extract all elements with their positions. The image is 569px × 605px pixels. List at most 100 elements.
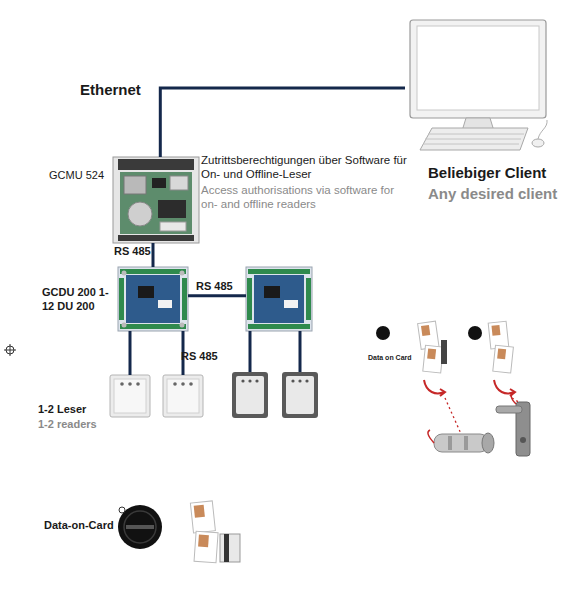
card-reader-node <box>232 372 268 418</box>
gcdu-door-unit-part <box>126 275 180 323</box>
offline-media-part-part <box>497 349 506 360</box>
gcdu-door-unit-part <box>182 278 187 320</box>
door-handle-lock-part <box>496 406 522 413</box>
card-reader-part <box>173 382 177 386</box>
client-computer-part <box>462 118 494 131</box>
offline-media-part <box>441 340 447 364</box>
card-reader <box>232 372 268 418</box>
gcmu-controller-node: GCMU 524Zutrittsberechtigungen über Soft… <box>113 157 199 243</box>
gcmu-controller-part <box>128 202 152 226</box>
offline-media <box>376 321 513 373</box>
gcdu-door-unit-part <box>158 300 172 308</box>
id-cards <box>190 501 240 563</box>
gcmu-controller-part <box>118 159 194 170</box>
rs485-cable <box>152 243 155 267</box>
gcmu-controller-part <box>118 235 194 241</box>
gcdu-door-unit-part <box>122 323 127 328</box>
gcdu-door-unit-part <box>138 286 154 298</box>
description-de: Zutrittsberechtigungen über Software für… <box>201 153 413 181</box>
cylinder-lock-part <box>464 436 468 450</box>
gcdu-door-unit-part <box>118 267 188 331</box>
offline-media-part <box>418 321 439 349</box>
gcdu-door-unit-part <box>254 275 304 323</box>
edge-label: RS 485 <box>196 280 233 292</box>
client-title: Beliebiger Client <box>428 165 569 181</box>
offline-media-part <box>376 326 390 340</box>
client-subtitle: Any desired client <box>428 186 569 202</box>
card-reader-part <box>282 372 318 418</box>
card-reader-part <box>181 382 185 386</box>
gcmu-controller-part <box>124 176 146 194</box>
card-reader <box>282 372 318 418</box>
reader-count: 1-2 Leser <box>38 401 108 417</box>
door-handle-lock-part <box>511 392 516 404</box>
reader-count-en: 1-2 readers <box>38 416 108 432</box>
gcdu-door-unit-part <box>306 278 311 320</box>
media-caption: Data-on-Card <box>44 519 114 531</box>
gcmu-controller-part <box>170 176 188 190</box>
media-caption: Data on Card <box>368 354 412 361</box>
gcdu-door-unit-part <box>248 269 310 274</box>
card-reader-part <box>236 376 264 414</box>
id-cards-part <box>224 534 229 562</box>
gcdu-door-unit-part <box>120 269 186 274</box>
card-reader-part <box>136 382 140 386</box>
id-cards-part <box>194 531 218 562</box>
key-fob-part <box>124 511 156 543</box>
gcdu-door-unit-part <box>122 271 127 276</box>
rs485-cable <box>188 294 246 297</box>
gcmu-controller-part <box>158 200 186 218</box>
transfer-arrow-part <box>510 389 515 396</box>
id-cards-part <box>220 534 240 562</box>
offline-media-part-part <box>488 321 509 349</box>
client-computer-part <box>410 20 546 118</box>
client-computer-node: Beliebiger ClientAny desired client <box>405 15 550 153</box>
cylinder-lock-part <box>482 433 494 453</box>
card-reader-part <box>255 379 258 382</box>
crosshair-symbol-part <box>6 346 14 354</box>
gcdu-door-unit-part <box>246 267 312 331</box>
rs485-cable <box>299 331 302 372</box>
client-computer-part <box>532 139 544 147</box>
card-reader-node <box>163 375 203 417</box>
gcmu-controller-part <box>113 157 199 243</box>
card-reader <box>163 375 203 417</box>
gcmu-controller-part <box>160 222 186 231</box>
card-reader <box>110 375 150 417</box>
key-fob-part <box>119 507 125 513</box>
edge-label: RS 485 <box>181 350 218 362</box>
card-reader-part <box>120 382 124 386</box>
card-reader-part <box>286 376 314 414</box>
id-cards-part <box>190 501 215 533</box>
offline-media-part-part <box>491 325 500 336</box>
client-computer-part <box>417 26 539 110</box>
device-name: GCDU 200 1-12 DU 200 <box>42 285 114 313</box>
offline-media-part-part <box>418 321 439 349</box>
rs485-cable <box>249 331 252 372</box>
offline-media-part-part <box>427 349 436 360</box>
card-reader-part <box>305 379 308 382</box>
cylinder-lock-part <box>448 436 452 450</box>
gcdu-door-unit-node <box>246 267 312 331</box>
gcdu-door-unit <box>118 267 188 331</box>
gcmu-controller-part <box>152 178 166 188</box>
gcdu-door-unit-part <box>120 324 186 329</box>
cylinder-lock-part <box>428 430 434 443</box>
key-fob-part <box>126 525 154 529</box>
card-reader-part <box>128 382 132 386</box>
card-reader-part <box>241 379 244 382</box>
cylinder-lock <box>428 430 494 453</box>
card-reader-part <box>163 375 203 417</box>
offline-media-part-part <box>421 325 430 336</box>
card-reader-part <box>248 379 251 382</box>
client-computer <box>410 20 547 150</box>
transfer-arrow-part <box>424 380 444 394</box>
device-name: GCMU 524 <box>49 167 111 183</box>
card-reader-part <box>232 372 268 418</box>
transfer-arrow-part <box>494 380 514 394</box>
gcmu-controller-part <box>120 172 192 234</box>
door-handle-lock <box>496 392 530 456</box>
offline-media-part <box>488 321 509 349</box>
door-handle-lock-part <box>516 402 530 456</box>
